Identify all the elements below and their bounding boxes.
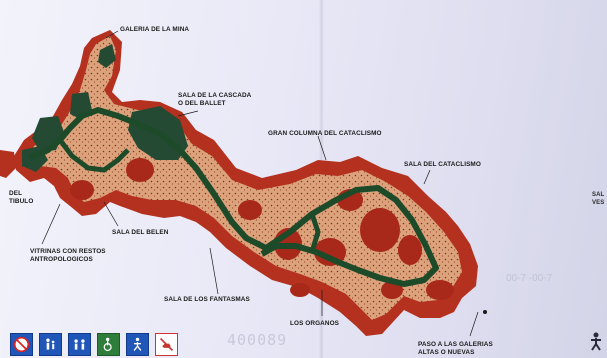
no-entry-icon [10,333,33,356]
label-gran-columna: GRAN COLUMNA DEL CATACLISMO [268,130,382,137]
accessible-person-icon [126,333,149,356]
label-vitrinas: VITRINAS CON RESTOS ANTROPOLOGICOS [30,248,106,263]
no-dogs-icon [155,333,178,356]
ghost-right-text: 00-7 -00-7 [506,273,553,284]
label-sala-cascada: SALA DE LA CASCADA O DEL BALLET [178,92,252,107]
leader-lines [41,30,479,337]
label-los-organos: LOS ORGANOS [290,320,340,327]
path-marker [483,310,487,314]
label-sala-fantasmas: SALA DE LOS FANTASMAS [164,296,250,303]
label-galeria-mina: GALERIA DE LA MINA [120,26,190,33]
ghost-number: 400089 [227,331,288,349]
label-vestibulo-right: SAL VES [592,192,605,206]
legend-icon-strip [10,333,178,358]
group-icon [68,333,91,356]
visitor-path-branch [58,138,321,253]
label-paso-galerias: PASO A LAS GALERIAS ALTAS O NUEVAS [418,341,493,356]
label-vestibulo-left: DEL TIBULO [9,190,34,205]
person-icon [591,332,601,351]
cave-floor [28,36,462,320]
family-icon [39,333,62,356]
label-sala-cataclismo: SALA DEL CATACLISMO [404,161,481,168]
left-edge-fragment [0,150,16,178]
wheelchair-icon [97,333,120,356]
label-sala-belen: SALA DEL BELEN [112,229,169,236]
